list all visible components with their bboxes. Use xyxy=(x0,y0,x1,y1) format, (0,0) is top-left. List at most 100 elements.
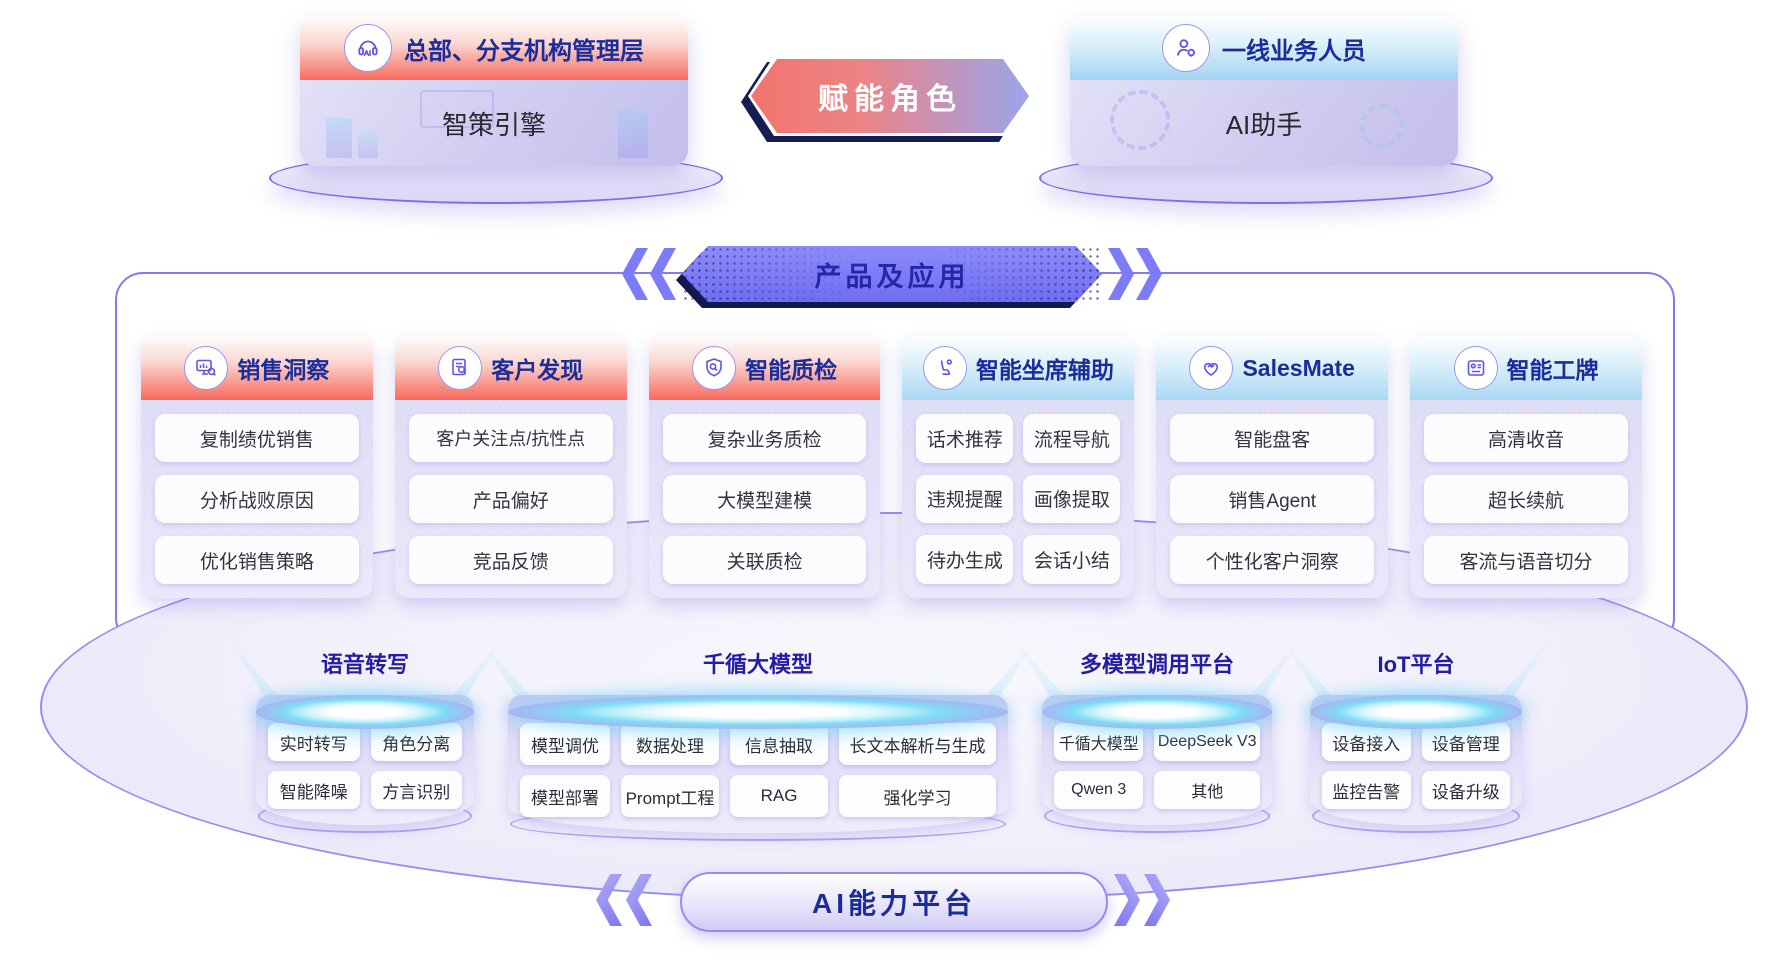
capability-item: 角色分离 xyxy=(370,723,462,761)
product-card-title: 智能坐席辅助 xyxy=(975,357,1114,383)
roles-banner: 赋能角色 xyxy=(748,56,1032,136)
product-item: 个性化客户洞察 xyxy=(1170,536,1375,584)
cylinder-glow-top xyxy=(1042,695,1272,729)
product-item: 待办生成 xyxy=(916,535,1014,584)
role-card-management: AI 总部、分支机构管理层 智策引擎 xyxy=(300,16,688,166)
product-card-title: 智能质检 xyxy=(745,357,838,383)
product-item: 优化销售策略 xyxy=(155,536,359,584)
gear-decoration xyxy=(1360,104,1404,148)
role-card-product: 智策引擎 xyxy=(441,109,546,140)
role-card-title: 一线业务人员 xyxy=(1222,37,1366,65)
product-item: 关联质检 xyxy=(662,536,867,584)
product-card-title: 销售洞察 xyxy=(237,357,330,383)
product-item: 违规提醒 xyxy=(916,474,1014,524)
product-card-title: SalesMate xyxy=(1242,354,1355,381)
products-banner-label: 产品及应用 xyxy=(814,261,970,292)
platform-group-title: 多模型调用平台 xyxy=(1079,652,1234,677)
halftone-decoration xyxy=(682,246,859,302)
gear-decoration xyxy=(1110,90,1170,150)
monitor-chart-icon xyxy=(184,346,229,390)
ai-platform-banner: AI能力平台 xyxy=(680,872,1108,932)
product-card-items: 复杂业务质检 大模型建模 关联质检 xyxy=(649,400,881,598)
platform-group-speech: 语音转写 实时转写 角色分离 智能降噪 方言识别 xyxy=(226,637,504,833)
product-item: 分析战败原因 xyxy=(155,475,359,523)
product-item: 客户关注点/抗性点 xyxy=(408,414,613,462)
product-item: 画像提取 xyxy=(1023,474,1121,524)
products-banner: 产品及应用 xyxy=(682,246,1102,302)
capability-item: 方言识别 xyxy=(370,771,462,809)
banner-fill xyxy=(751,59,1029,133)
chart-decoration xyxy=(618,110,648,158)
user-gear-icon xyxy=(1162,24,1210,72)
product-card-smart-badge: 智能工牌 高清收音 超长续航 客流与语音切分 xyxy=(1410,336,1642,598)
role-card-header: 一线业务人员 xyxy=(1070,16,1458,80)
capability-item: 其他 xyxy=(1154,771,1260,809)
product-card-items: 高清收音 超长续航 客流与语音切分 xyxy=(1410,400,1642,598)
product-item: 智能盘客 xyxy=(1170,414,1375,462)
role-card-header: AI 总部、分支机构管理层 xyxy=(300,16,688,80)
platform-cylinder: 模型调优 数据处理 信息抽取 长文本解析与生成 模型部署 Prompt工程 RA… xyxy=(478,637,1038,841)
product-card-items: 复制绩优销售 分析战败原因 优化销售策略 xyxy=(141,400,373,598)
product-card-header: 智能坐席辅助 xyxy=(902,336,1135,400)
role-card-body: 智策引擎 xyxy=(300,80,688,166)
capability-item: Prompt工程 xyxy=(621,775,719,817)
product-item: 竞品反馈 xyxy=(408,536,613,584)
capability-item: Qwen 3 xyxy=(1054,771,1144,809)
chart-decoration xyxy=(358,132,378,158)
role-card-frontline: 一线业务人员 AI助手 xyxy=(1070,16,1458,166)
headset-ai-icon: AI xyxy=(344,24,392,72)
platform-cylinder: 设备接入 设备管理 监控告警 设备升级 xyxy=(1280,637,1552,833)
capability-item: 千循大模型 xyxy=(1054,723,1144,761)
chart-decoration xyxy=(420,90,494,128)
ai-platform-banner-label: AI能力平台 xyxy=(811,888,976,919)
agent-seat-icon xyxy=(922,346,967,390)
capability-item: 强化学习 xyxy=(839,775,996,817)
capability-item: 长文本解析与生成 xyxy=(839,723,996,765)
product-item: 话术推荐 xyxy=(916,414,1014,463)
roles-banner-label: 赋能角色 xyxy=(818,83,962,116)
handshake-icon xyxy=(1189,346,1234,390)
id-badge-icon xyxy=(1453,346,1498,390)
product-card-agent-assist: 智能坐席辅助 话术推荐 流程导航 违规提醒 画像提取 待办生成 会话小结 xyxy=(902,336,1135,598)
capability-item: 设备升级 xyxy=(1421,771,1510,809)
role-card-body: AI助手 xyxy=(1070,80,1458,166)
product-card-title: 智能工牌 xyxy=(1506,357,1599,383)
product-item: 复制绩优销售 xyxy=(155,414,359,462)
capability-item: 模型调优 xyxy=(520,723,610,765)
product-card-header: 客户发现 xyxy=(394,336,627,400)
product-item: 销售Agent xyxy=(1170,475,1375,523)
platform-cylinder: 实时转写 角色分离 智能降噪 方言识别 xyxy=(226,637,504,833)
product-card-header: 智能工牌 xyxy=(1410,336,1642,400)
product-card-salesmate: SalesMate 智能盘客 销售Agent 个性化客户洞察 xyxy=(1156,336,1389,598)
product-card-items: 智能盘客 销售Agent 个性化客户洞察 xyxy=(1156,400,1388,598)
capability-item: 设备管理 xyxy=(1421,723,1510,761)
capability-item: 实时转写 xyxy=(268,723,360,761)
cylinder-glow-top xyxy=(508,695,1008,729)
product-card-customer-discovery: 客户发现 客户关注点/抗性点 产品偏好 竞品反馈 xyxy=(394,336,627,598)
platform-group-multimodel: 多模型调用平台 千循大模型 DeepSeek V3 Qwen 3 其他 xyxy=(1012,637,1302,833)
chart-decoration xyxy=(326,118,352,158)
role-card-title: 总部、分支机构管理层 xyxy=(404,37,644,65)
platform-group-title: 语音转写 xyxy=(320,652,409,677)
product-card-header: 智能质检 xyxy=(648,336,881,400)
capability-item: 设备接入 xyxy=(1322,723,1411,761)
cylinder-glow-top xyxy=(1310,695,1522,729)
product-cards-row: 销售洞察 复制绩优销售 分析战败原因 优化销售策略 客户发现 xyxy=(141,336,1642,598)
shield-search-icon xyxy=(692,346,737,390)
svg-text:AI: AI xyxy=(364,49,371,58)
product-card-items: 客户关注点/抗性点 产品偏好 竞品反馈 xyxy=(395,400,627,598)
capability-item: 信息抽取 xyxy=(730,723,828,765)
cylinder-glow-top xyxy=(256,695,474,729)
product-item: 大模型建模 xyxy=(662,475,867,523)
product-card-items: 话术推荐 流程导航 违规提醒 画像提取 待办生成 会话小结 xyxy=(902,400,1134,598)
product-card-header: 销售洞察 xyxy=(141,336,373,400)
product-item: 客流与语音切分 xyxy=(1424,536,1628,584)
role-card-product: AI助手 xyxy=(1225,109,1303,140)
product-item: 流程导航 xyxy=(1023,414,1121,463)
product-card-title: 客户发现 xyxy=(491,357,584,383)
doc-search-icon xyxy=(438,346,483,390)
capability-item: 数据处理 xyxy=(621,723,719,765)
capability-item: 智能降噪 xyxy=(268,771,360,809)
capability-item: DeepSeek V3 xyxy=(1154,723,1260,761)
